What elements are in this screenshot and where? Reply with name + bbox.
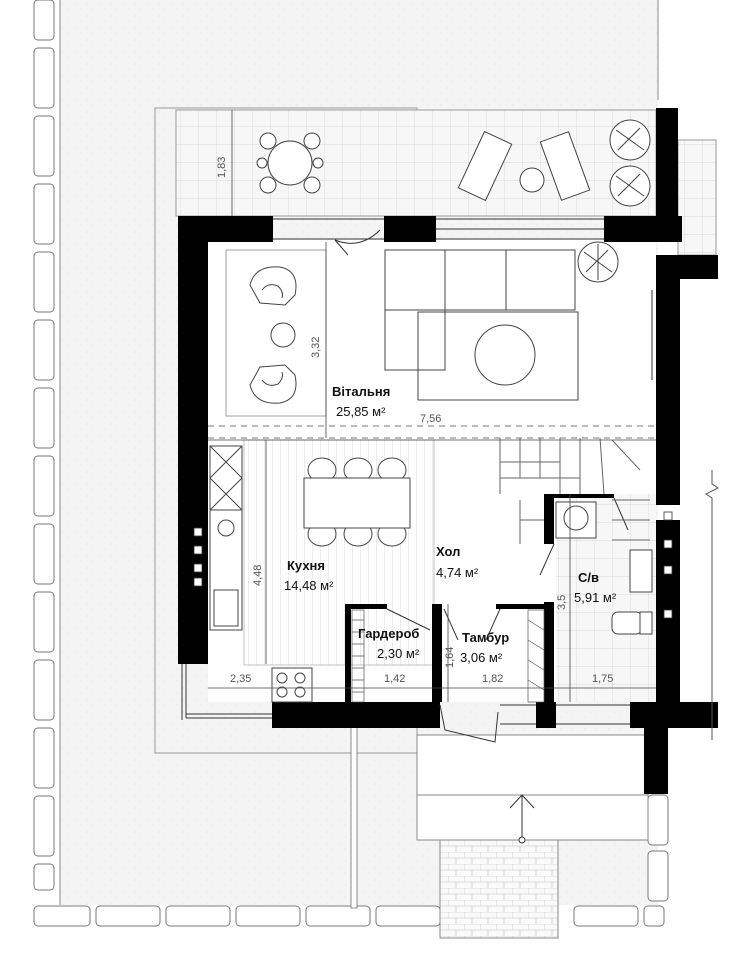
terrace-dining-set: [256, 132, 324, 194]
dim-living-depth: 3,32: [310, 336, 322, 358]
dining-table: [303, 457, 411, 547]
dim-living-width: 7,56: [420, 413, 442, 425]
kitchen-counter: [209, 445, 313, 703]
wardrobe-shelves: [351, 609, 545, 703]
room-name-bathroom: С/в: [578, 570, 599, 585]
room-name-hall: Хол: [436, 544, 461, 559]
windows: [181, 218, 653, 725]
dim-wardrobe-width: 1,42: [384, 673, 406, 685]
bathroom-sockets: [663, 511, 673, 619]
dim-bathroom-depth: 3,5: [556, 594, 568, 610]
room-area-living: 25,85 м²: [336, 404, 386, 419]
stone-border-right: [647, 794, 669, 902]
terrace-plants: [609, 119, 651, 207]
entrance-area: [350, 717, 649, 939]
living-plant: [577, 241, 619, 283]
room-area-wardrobe: 2,30 м²: [377, 646, 420, 661]
dimension-lines: [208, 110, 656, 702]
room-name-vestibule: Тамбур: [462, 630, 510, 645]
room-area-vestibule: 3,06 м²: [460, 650, 503, 665]
doors: [334, 229, 629, 743]
kitchen-sockets: [193, 527, 203, 587]
dim-vestibule-width: 1,82: [482, 673, 504, 685]
break-mark: [705, 470, 719, 740]
dim-bathroom-width: 1,75: [592, 673, 614, 685]
dim-kitchen-depth: 4,48: [252, 564, 264, 586]
stone-border-left: [33, 0, 55, 891]
stone-border-bottom: [33, 905, 665, 927]
room-name-living: Вітальня: [332, 384, 391, 399]
sofa: [384, 249, 579, 401]
room-area-kitchen: 14,48 м²: [284, 578, 334, 593]
dim-terrace-depth: 1,83: [216, 156, 228, 178]
zone-dividers: [208, 425, 656, 439]
room-area-bathroom: 5,91 м²: [574, 590, 617, 605]
room-name-wardrobe: Гардероб: [358, 626, 420, 641]
terrace-loungers: [457, 130, 591, 202]
staircase: [499, 437, 650, 544]
dim-vestibule-depth: 1,64: [444, 646, 456, 668]
side-porch: [677, 139, 717, 256]
armchairs: [249, 266, 297, 404]
room-name-kitchen: Кухня: [287, 558, 325, 573]
dim-kitchen-width: 2,35: [230, 673, 252, 685]
coffee-table: [474, 324, 536, 386]
walls: [178, 108, 718, 794]
room-area-hall: 4,74 м²: [436, 565, 479, 580]
terrace: [176, 110, 656, 216]
